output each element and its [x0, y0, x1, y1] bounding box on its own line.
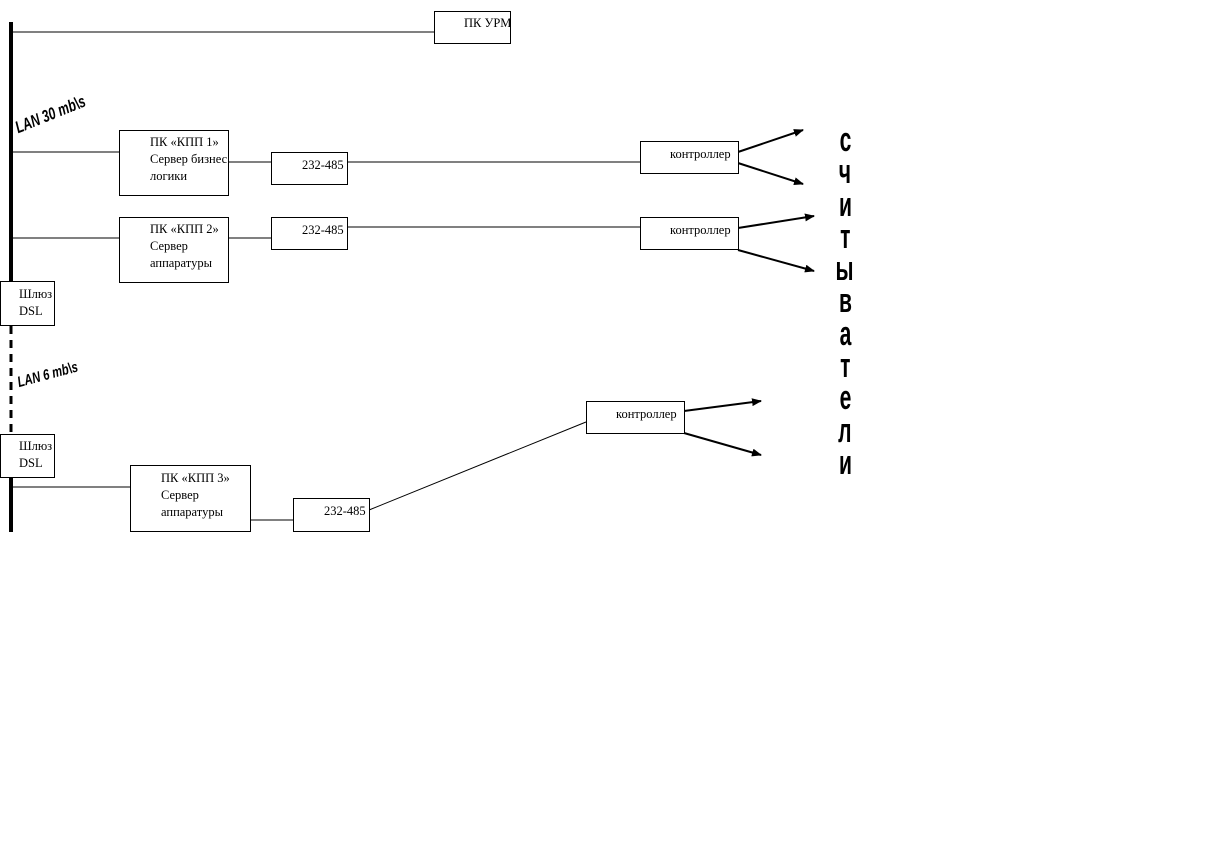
pk-urm-box — [434, 11, 511, 44]
kpp2-box — [119, 217, 229, 283]
gateway-2-box — [0, 434, 55, 478]
kpp3-line3: аппаратуры — [161, 505, 223, 519]
controller-2-label: контроллер — [670, 223, 731, 237]
gateway-1-box — [0, 281, 55, 326]
controller-1-box — [640, 141, 739, 174]
converter-2-label: 232-485 — [302, 223, 344, 237]
arrow-ctrl3-up — [683, 398, 762, 412]
kpp2-line3: аппаратуры — [150, 256, 212, 270]
converter-1-box — [271, 152, 348, 185]
kpp1-line2: Сервер бизнес — [150, 152, 228, 166]
controller-3-box — [586, 401, 685, 434]
readers-letter: в — [838, 282, 852, 321]
readers-letter: е — [839, 379, 851, 418]
kpp2-line2: Сервер — [150, 239, 188, 253]
readers-letter: ч — [838, 153, 852, 192]
kpp3-box — [130, 465, 251, 532]
arrow-ctrl1-down — [737, 162, 804, 186]
kpp1-box — [119, 130, 229, 196]
converter-1-label: 232-485 — [302, 158, 344, 172]
pk-urm-label: ПК УРМ — [464, 16, 512, 30]
readers-letter: ы — [836, 250, 855, 289]
readers-letter: л — [838, 411, 852, 450]
converter-2-box — [271, 217, 348, 250]
gateway-1-line1: Шлюз — [19, 287, 53, 301]
kpp3-line2: Сервер — [161, 488, 199, 502]
controller-2-box — [640, 217, 739, 250]
arrow-ctrl2-down — [737, 249, 815, 273]
gateway-2-line1: Шлюз — [19, 439, 53, 453]
readers-letter: т — [839, 347, 851, 386]
arrow-ctrl2-up — [737, 213, 815, 229]
kpp3-line1: ПК «КПП 3» — [161, 471, 230, 485]
controller-3-label: контроллер — [616, 407, 677, 421]
kpp1-line3: логики — [150, 169, 188, 183]
readers-letter: и — [838, 185, 852, 224]
readers-letter: т — [839, 217, 851, 256]
readers-letter: и — [838, 443, 852, 482]
controller-1-label: контроллер — [670, 147, 731, 161]
arrow-ctrl1-up — [737, 129, 804, 153]
converter-3-box — [293, 498, 370, 532]
kpp2-line1: ПК «КПП 2» — [150, 222, 219, 236]
readers-letter: а — [839, 314, 851, 353]
link-conv3-ctrl — [368, 421, 587, 511]
arrow-ctrl3-down — [683, 432, 762, 457]
kpp1-line1: ПК «КПП 1» — [150, 135, 219, 149]
readers-letter: с — [839, 121, 851, 159]
converter-3-label: 232-485 — [324, 504, 366, 518]
gateway-2-line2: DSL — [19, 456, 43, 470]
readers-vertical-label: с ч и т ы в а т е л и — [832, 121, 858, 482]
gateway-1-line2: DSL — [19, 304, 43, 318]
